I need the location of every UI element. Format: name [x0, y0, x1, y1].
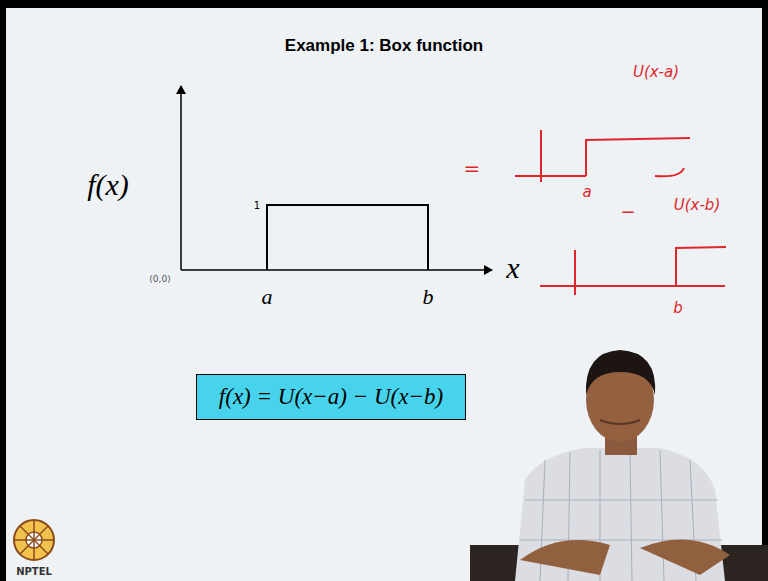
tick-label: a [262, 286, 273, 308]
presenter-figure [470, 350, 768, 581]
step-sketch-b [540, 247, 726, 295]
handwritten-note: − [620, 203, 635, 221]
formula-text: f(x) = U(x−a) − U(x−b) [211, 384, 451, 410]
handwritten-note: = [464, 158, 481, 178]
axis-label: f(x) [87, 170, 129, 200]
handwritten-note: a [582, 185, 591, 200]
tick-label: b [423, 286, 434, 308]
formula-box: f(x) = U(x−a) − U(x−b) [196, 374, 466, 420]
logo-text: NPTEL [16, 567, 52, 577]
handwritten-note: b [673, 301, 683, 316]
step-sketch-a [515, 130, 690, 182]
slide-title: Example 1: Box function [285, 36, 483, 56]
axis-label: x [506, 253, 519, 283]
box-function-curve [267, 205, 428, 270]
handwritten-note: U(x-b) [674, 198, 721, 213]
y-axis [180, 86, 182, 270]
nptel-logo [14, 520, 54, 560]
x-axis [181, 269, 492, 271]
tick-label: 1 [254, 201, 260, 211]
origin-label: (0,0) [149, 275, 170, 284]
handwritten-note: U(x-a) [633, 65, 679, 80]
